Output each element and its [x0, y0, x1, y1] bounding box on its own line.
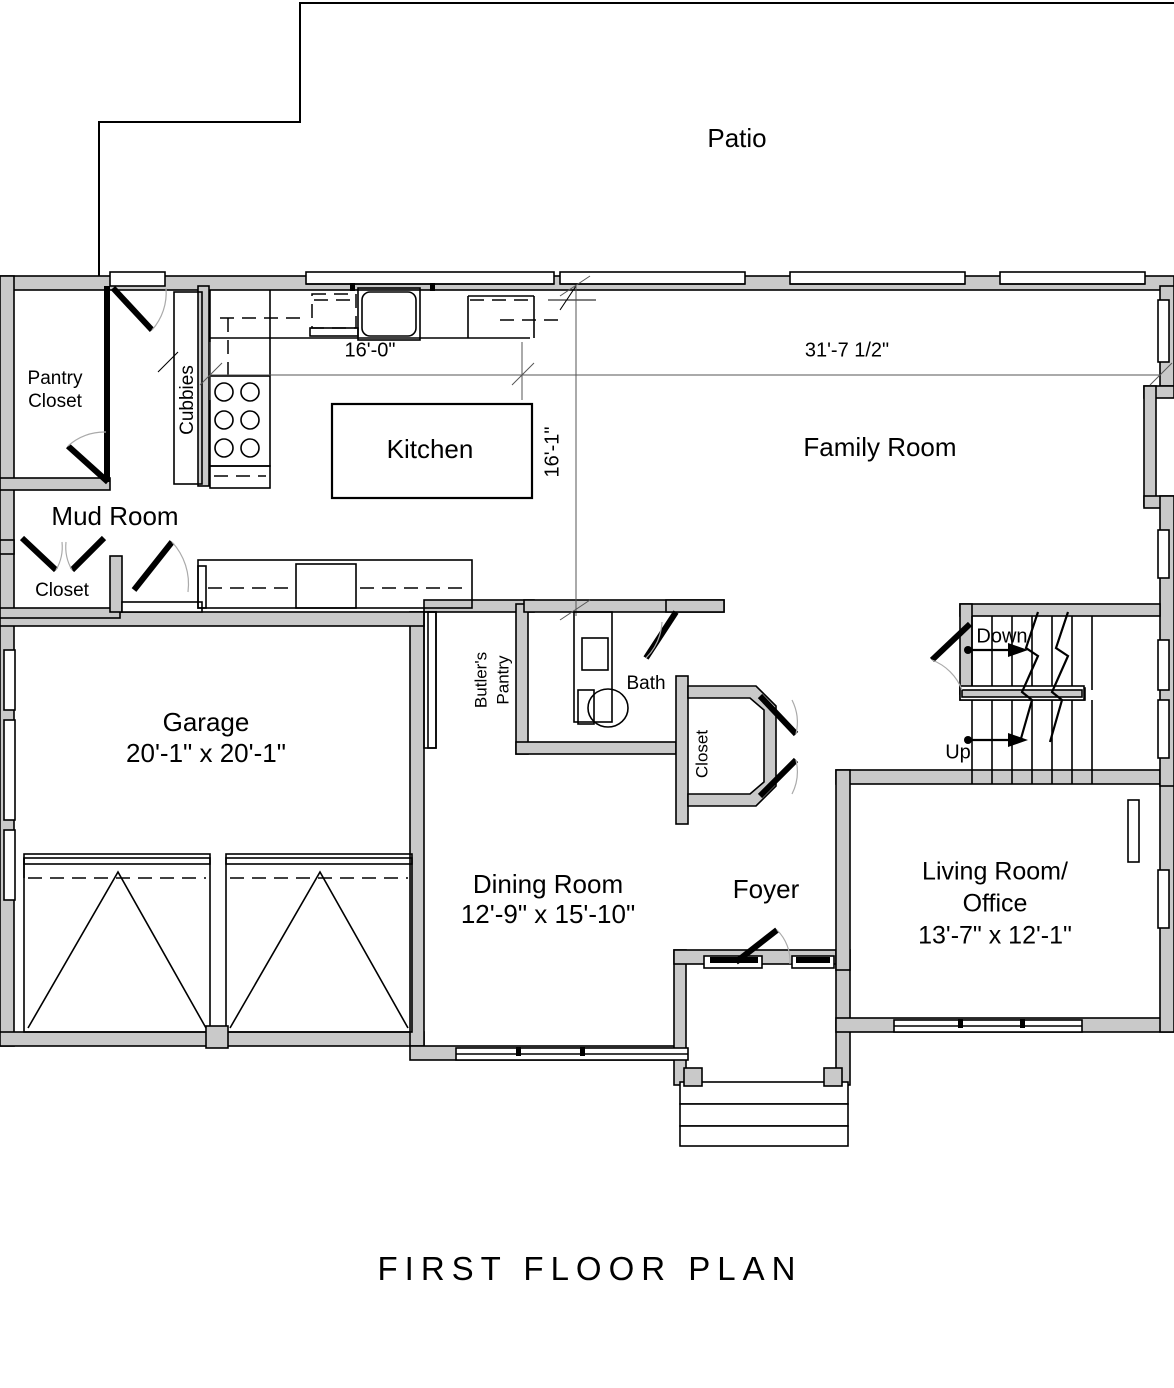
label-cubbies: Cubbies [177, 365, 198, 435]
label-butlers-pantry-line2: Pantry [493, 655, 512, 705]
label-garage: Garage [163, 707, 250, 737]
dining-window [455, 1047, 689, 1061]
cubbies-unit [157, 291, 271, 489]
stair-labels: Down Up [945, 625, 1027, 763]
foyer-entry-door[interactable] [703, 927, 835, 969]
west-windows [3, 649, 16, 901]
label-stair-up: Up [945, 741, 971, 763]
label-mud-closet: Closet [35, 580, 90, 601]
label-garage-dims: 20'-1" x 20'-1" [126, 738, 286, 768]
label-mud-room: Mud Room [51, 501, 178, 531]
label-pantry-closet-line2: Closet [28, 391, 83, 412]
label-living-office-line1: Living Room/ [922, 858, 1068, 886]
front-stoop [679, 1067, 849, 1147]
label-dining-room: Dining Room [473, 869, 623, 899]
staircase [959, 611, 1093, 784]
patio-door-marker [548, 285, 596, 311]
label-living-office-dims: 13'-7" x 12'-1" [918, 922, 1072, 950]
stair-door[interactable] [929, 621, 973, 691]
label-foyer: Foyer [733, 874, 800, 904]
label-bath: Bath [626, 673, 665, 694]
plan-title: FIRST FLOOR PLAN [378, 1250, 803, 1287]
dim-kitchen-depth: 16'-1" [541, 427, 563, 478]
label-family-room: Family Room [803, 432, 956, 462]
bath-door[interactable] [643, 610, 679, 660]
mud-room-bench [197, 559, 473, 609]
label-dining-dims: 12'-9" x 15'-10" [461, 899, 635, 929]
kitchen-island [330, 402, 534, 500]
label-patio: Patio [707, 123, 766, 153]
patio-outline [98, 2, 1174, 280]
label-butlers-pantry-line1: Butler's [471, 652, 490, 708]
label-kitchen: Kitchen [387, 434, 474, 464]
butlers-pantry-counter [423, 611, 437, 749]
label-stair-down: Down [976, 625, 1027, 647]
label-living-office-line2: Office [963, 890, 1028, 918]
dim-kitchen-width: 16'-0" [345, 339, 396, 361]
dimension-labels: 16'-0" 31'-7 1/2" 16'-1" [345, 339, 890, 477]
garage-entry-door[interactable] [121, 540, 203, 613]
label-pantry-closet-line1: Pantry [28, 368, 83, 389]
pantry-closet-door[interactable] [65, 431, 111, 485]
dim-family-width: 31'-7 1/2" [805, 339, 889, 361]
north-windows [305, 271, 1146, 291]
living-window [893, 1019, 1083, 1033]
label-foyer-closet: Closet [692, 730, 711, 778]
bath-fixtures [573, 611, 629, 728]
pantry-entry-door[interactable] [109, 271, 167, 333]
coat-closet-doors[interactable] [757, 693, 799, 799]
east-windows [1127, 299, 1170, 929]
room-labels: Patio Pantry Closet Cubbies Mud Room Clo… [28, 123, 1072, 950]
mud-closet-doors[interactable] [19, 535, 107, 573]
garage-doors [23, 853, 413, 1049]
kitchen-counters [209, 287, 560, 376]
dimension-lines [199, 275, 1173, 621]
